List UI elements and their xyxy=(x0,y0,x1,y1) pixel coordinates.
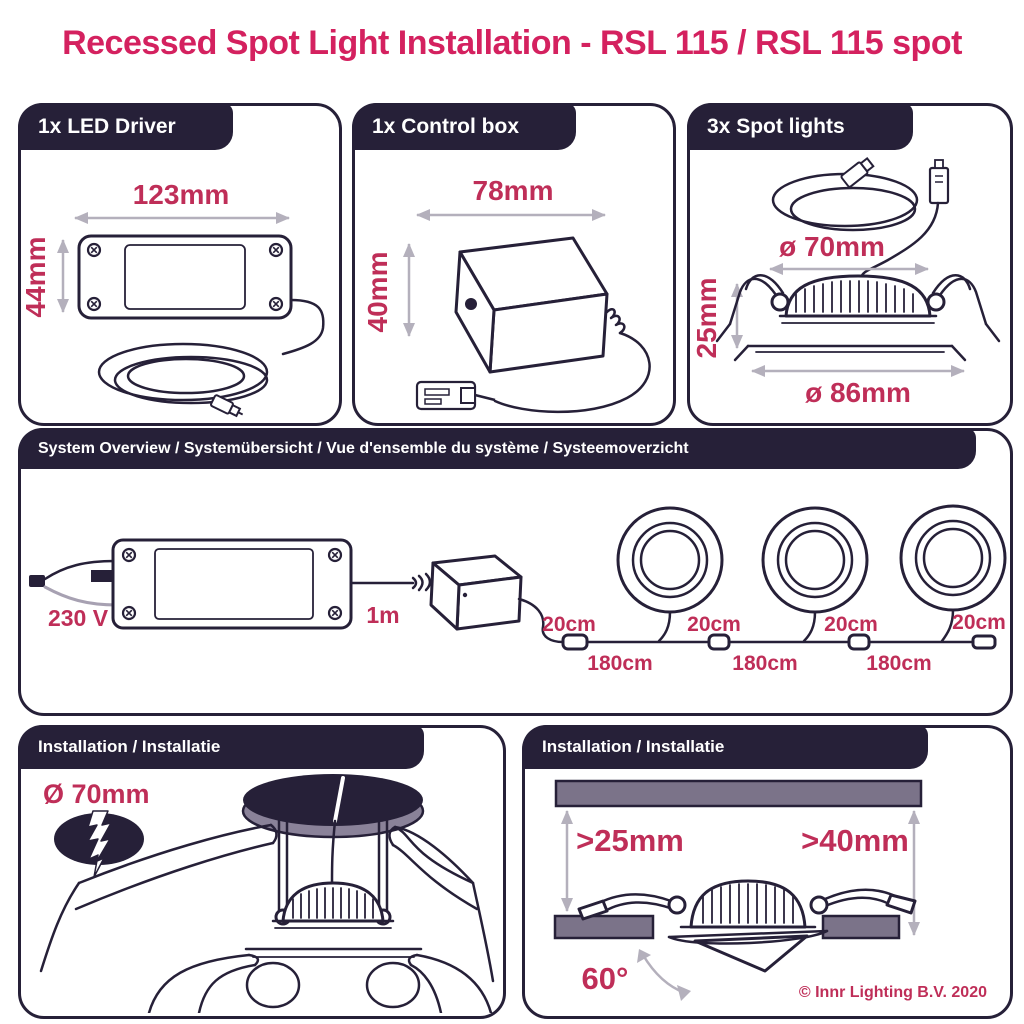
cable-coil xyxy=(97,342,269,405)
panel-installation-left-title: Installation / Installatie xyxy=(38,737,221,756)
spot-body xyxy=(244,881,423,958)
led-driver-illustration: 123mm 44mm xyxy=(21,179,325,418)
installation-section-illustration: >25mm >40mm xyxy=(553,779,987,1001)
led-driver-drawing xyxy=(77,234,325,418)
driver-drawing xyxy=(111,538,353,630)
control-box-height-label: 40mm xyxy=(362,252,393,333)
led-driver-width-label: 123mm xyxy=(133,179,230,210)
spot-height-label: 25mm xyxy=(691,278,722,359)
spot-outer-label: ø 86mm xyxy=(805,377,911,408)
segment-180cm-label: 180cm xyxy=(732,652,797,675)
spot-cutout-label: ø 70mm xyxy=(779,231,885,262)
panel-system-overview-header: System Overview / Systemübersicht / Vue … xyxy=(18,428,976,469)
panel-control-box-header: 1x Control box xyxy=(352,103,576,150)
ceiling-bar-left xyxy=(553,914,655,940)
panel-installation-left-header: Installation / Installatie xyxy=(18,725,424,769)
mains-voltage-label: 230 V xyxy=(48,605,109,631)
driver-cable-label: 1m xyxy=(366,602,399,628)
drill-zigzag-icon xyxy=(87,810,112,878)
segment-20cm-label: 20cm xyxy=(687,613,741,636)
panel-installation-left: Installation / Installatie Ø 70mm xyxy=(18,725,506,1019)
installation-hands-illustration: Ø 70mm xyxy=(39,774,495,1013)
controlbox-drawing xyxy=(429,554,523,631)
system-overview-illustration: 230 V 1m xyxy=(29,504,1007,675)
panel-control-box: 1x Control box 78mm 40mm xyxy=(352,103,676,426)
page-title: Recessed Spot Light Installation - RSL 1… xyxy=(62,24,962,62)
panel-spot-lights: 3x Spot lights ø 70mm 25mm xyxy=(687,103,1013,426)
hole-size-label: Ø 70mm xyxy=(43,779,150,809)
heatsink-ribs xyxy=(292,887,374,919)
right-hand-outline xyxy=(365,825,495,1013)
panel-control-box-title: 1x Control box xyxy=(372,114,520,138)
spring-clips xyxy=(715,274,1001,343)
panel-led-driver: 1x LED Driver 123mm 44mm xyxy=(18,103,342,426)
pin-connector xyxy=(928,159,950,205)
spot-top-views xyxy=(616,504,1007,643)
ceiling-bar-right xyxy=(821,914,901,940)
copyright-text: © Innr Lighting B.V. 2020 xyxy=(799,984,987,1001)
control-box-illustration: 78mm 40mm xyxy=(362,175,651,414)
segment-20cm-label: 20cm xyxy=(542,613,596,636)
panel-system-overview-title: System Overview / Systemübersicht / Vue … xyxy=(38,439,689,457)
cable-run xyxy=(561,633,997,651)
panel-installation-right-title: Installation / Installatie xyxy=(542,737,725,756)
spot-body-drawing xyxy=(715,274,1001,362)
segment-180cm-label: 180cm xyxy=(587,652,652,675)
panel-installation-right: Installation / Installatie >25mm >40mm xyxy=(522,725,1013,1019)
led-driver-height-label: 44mm xyxy=(21,237,51,318)
panel-system-overview: System Overview / Systemübersicht / Vue … xyxy=(18,428,1013,716)
joist-bar xyxy=(554,779,923,808)
panel-led-driver-header: 1x LED Driver xyxy=(18,103,233,150)
panel-spot-lights-header: 3x Spot lights xyxy=(687,103,913,150)
panel-spot-lights-title: 3x Spot lights xyxy=(707,114,845,138)
heatsink-ribs xyxy=(702,883,794,924)
min-recess-label: >25mm xyxy=(576,823,684,858)
panel-installation-right-header: Installation / Installatie xyxy=(522,725,928,769)
control-box-width-label: 78mm xyxy=(473,175,554,206)
spot-light-illustration: ø 70mm 25mm xyxy=(691,156,1001,408)
tilt-angle-label: 60° xyxy=(582,961,629,996)
segment-180cm-label: 180cm xyxy=(866,652,931,675)
segment-20cm-label: 20cm xyxy=(824,613,878,636)
control-box-drawing xyxy=(415,236,651,414)
tilt-arc-arrow xyxy=(637,949,691,1001)
left-hand-outline xyxy=(39,823,301,1013)
panel-led-driver-title: 1x LED Driver xyxy=(38,114,176,138)
barrel-connector xyxy=(840,156,875,188)
min-depth-label: >40mm xyxy=(801,823,909,858)
heatsink-ribs xyxy=(795,280,914,313)
plug-connector xyxy=(415,380,496,411)
segment-20cm-label: 20cm xyxy=(952,611,1006,634)
mains-wire xyxy=(29,559,119,607)
spot-section-drawing xyxy=(577,879,917,973)
drill-hole-icon xyxy=(54,810,144,878)
barrel-connector xyxy=(210,394,244,418)
